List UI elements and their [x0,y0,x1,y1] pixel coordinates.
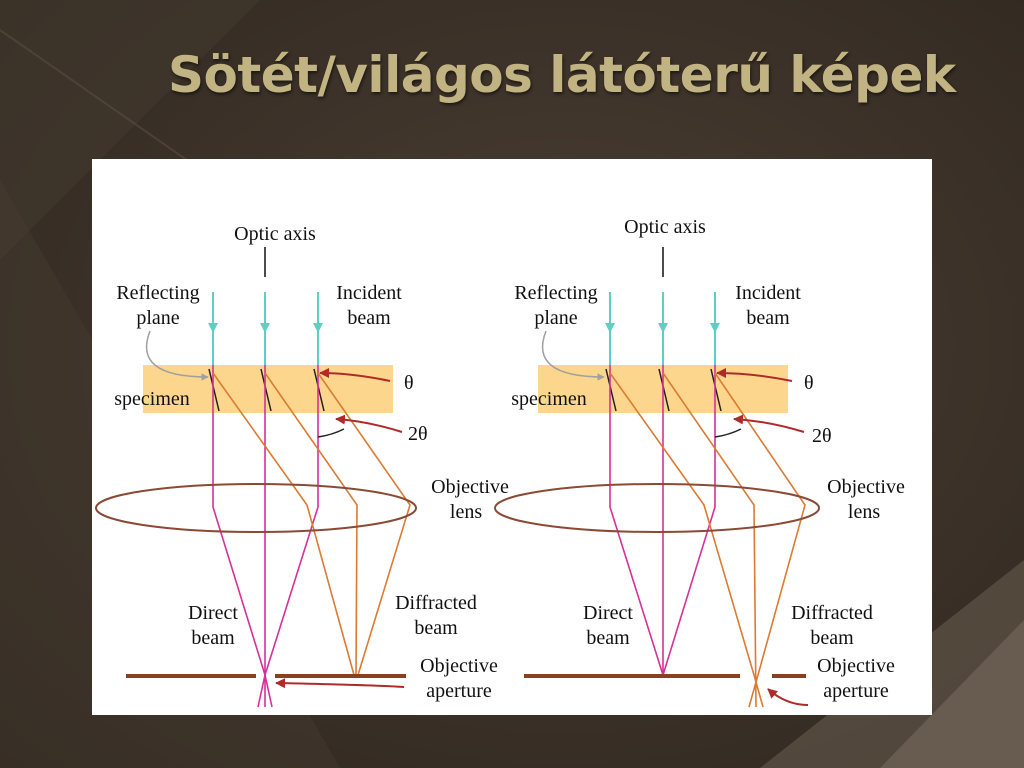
direct-beam-label: Direct [583,602,633,624]
diffracted-beam-label: Diffracted [395,592,477,614]
objective-lens-label: Objective [827,476,905,498]
direct-beam [609,365,664,676]
two-theta-label: 2θ [408,423,428,445]
specimen-label: specimen [114,388,190,410]
objective-lens-label: lens [848,501,880,523]
aperture-pointer-arrow [767,688,809,706]
optic-axis-label: Optic axis [624,216,706,238]
direct-beam-label: beam [586,627,630,649]
objective-aperture-label: Objective [817,655,895,677]
reflecting-plane-line [208,368,220,412]
reflecting-plane-line [658,368,670,412]
bright-field-diagram: Optic axis Reflecting plane Incident bea… [95,223,509,708]
reflecting-plane-line [605,368,617,412]
incident-beam-label: beam [347,307,391,329]
diffracted-beam [212,372,355,676]
direct-beam [257,365,319,708]
reflecting-plane-label: Reflecting [116,282,199,304]
diffracted-beam [662,372,757,708]
diffracted-beam [609,372,764,708]
specimen-slab [143,365,393,413]
two-theta-pointer-arrow [733,414,805,433]
theta-label: θ [404,372,414,394]
objective-aperture-label: aperture [823,680,889,702]
reflecting-plane-pointer-arrow [541,330,605,381]
objective-lens [494,483,820,533]
slide-title: Sötét/világos látóterű képek [168,46,956,104]
objective-aperture-label: aperture [426,680,492,702]
objective-lens [95,483,417,533]
diffracted-beam [714,372,806,708]
objective-lens-label: Objective [431,476,509,498]
two-theta-angle-arc [714,428,742,438]
two-theta-angle-arc [317,428,345,438]
diffracted-beam-label: beam [414,617,458,639]
direct-beam-label: Direct [188,602,238,624]
diffracted-beam [264,372,358,676]
diffracted-beam [317,372,411,676]
direct-beam [662,365,716,676]
reflecting-plane-line [260,368,272,412]
reflecting-plane-label: Reflecting [514,282,597,304]
objective-aperture-label: Objective [420,655,498,677]
direct-beam-label: beam [191,627,235,649]
diffracted-beam-label: beam [810,627,854,649]
objective-lens-label: lens [450,501,482,523]
two-theta-label: 2θ [812,425,832,447]
dark-field-diagram: Optic axis Reflecting plane Incident bea… [494,216,905,708]
diffracted-beam-label: Diffracted [791,602,873,624]
theta-pointer-arrow [716,368,793,382]
two-theta-pointer-arrow [335,414,403,433]
reflecting-plane-line [710,368,722,412]
theta-pointer-arrow [319,368,391,382]
aperture-pointer-arrow [275,678,405,689]
direct-beam [212,365,273,708]
beam-diagram-svg: Optic axis Reflecting plane Incident bea… [95,216,905,708]
diagram-panel: Optic axis Reflecting plane Incident bea… [92,159,932,715]
specimen-label: specimen [511,388,587,410]
incident-beam-label: beam [746,307,790,329]
reflecting-plane-pointer-arrow [145,330,209,381]
theta-label: θ [804,372,814,394]
incident-beam-label: Incident [336,282,402,304]
reflecting-plane-label: plane [534,307,577,329]
reflecting-plane-label: plane [136,307,179,329]
incident-beam-label: Incident [735,282,801,304]
reflecting-plane-line [313,368,325,412]
optic-axis-label: Optic axis [234,223,316,245]
